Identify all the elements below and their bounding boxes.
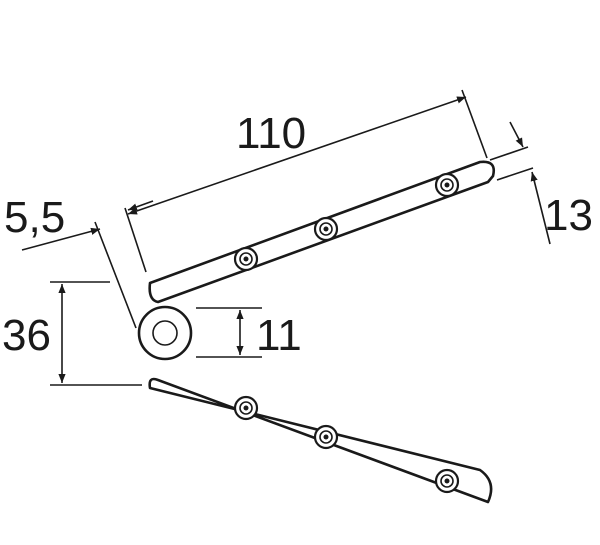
rivet-lower-3 (434, 468, 460, 494)
dimension-offset-label: 5,5 (4, 193, 65, 242)
rivet-upper-2 (313, 216, 339, 242)
dimension-width-label: 13 (544, 191, 593, 240)
dimension-knuckle (196, 307, 262, 358)
rivet-lower-1 (233, 395, 259, 421)
dimension-offset (21, 200, 154, 329)
dimension-knuckle-label: 11 (256, 311, 302, 360)
rivet-upper-3 (434, 172, 460, 198)
hinge-pin-hole (152, 320, 178, 346)
dimension-length-label: 110 (236, 109, 306, 158)
dimension-height (50, 281, 142, 386)
dimension-length (124, 89, 488, 273)
rivet-upper-1 (233, 246, 259, 272)
dimension-height-label: 36 (2, 311, 51, 360)
lower-hinge-leaf (148, 377, 493, 504)
dimension-width (489, 121, 551, 245)
rivet-lower-2 (313, 424, 339, 450)
